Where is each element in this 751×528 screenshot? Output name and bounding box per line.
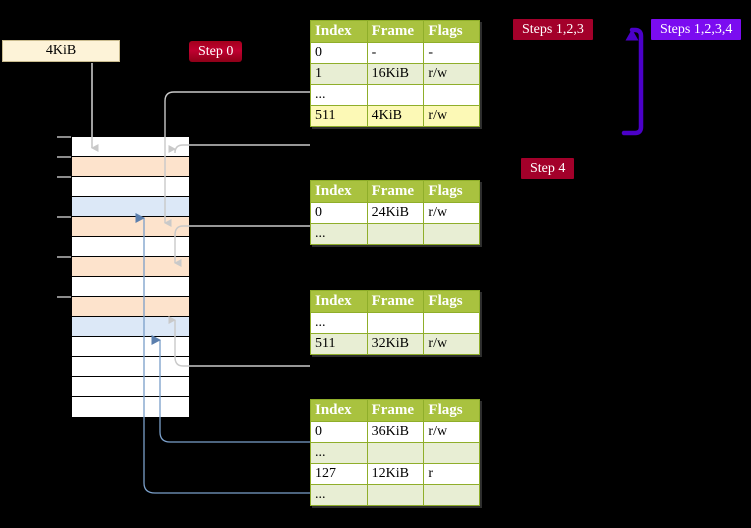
- memory-row-8: [72, 297, 189, 317]
- memory-tick-0: [57, 136, 71, 138]
- badge-step-0: Step 0: [189, 41, 243, 62]
- cell-flags: [423, 484, 480, 506]
- cell-flags: [423, 223, 480, 245]
- memory-row-3: [72, 197, 189, 217]
- memory-tick-8: [57, 296, 71, 298]
- cell-frame: [366, 84, 425, 106]
- column-header-flags: Flags: [423, 399, 480, 422]
- memory-row-2: [72, 177, 189, 197]
- cell-flags: r/w: [423, 63, 480, 85]
- cell-flags: r: [423, 463, 480, 485]
- column-header-flags: Flags: [423, 20, 480, 43]
- cell-frame: 36KiB: [366, 421, 425, 443]
- column-header-index: Index: [310, 399, 368, 422]
- cell-flags: r/w: [423, 333, 480, 355]
- table-row: ...: [310, 223, 480, 245]
- violet-bracket-arrow: [621, 27, 644, 136]
- memory-row-5: [72, 237, 189, 257]
- column-header-flags: Flags: [423, 290, 480, 313]
- memory-tick-4: [57, 216, 71, 218]
- memory-row-13: [72, 397, 189, 417]
- cell-frame: 4KiB: [366, 105, 425, 127]
- cell-index: 511: [310, 105, 368, 127]
- memory-row-11: [72, 357, 189, 377]
- memory-row-9: [72, 317, 189, 337]
- cell-flags: -: [423, 42, 480, 64]
- cell-flags: [423, 312, 480, 334]
- cell-frame: -: [366, 42, 425, 64]
- physical-memory-grid: [71, 136, 190, 417]
- cell-index: 0: [310, 42, 368, 64]
- connector-t0-511-to-grid: [168, 144, 310, 154]
- memory-row-4: [72, 217, 189, 237]
- table-row: ...: [310, 484, 480, 506]
- cell-frame: 16KiB: [366, 63, 425, 85]
- cell-flags: r/w: [423, 105, 480, 127]
- column-header-frame: Frame: [366, 399, 425, 422]
- cell-index: ...: [310, 312, 368, 334]
- memory-row-1: [72, 157, 189, 177]
- cell-frame: [366, 312, 425, 334]
- memory-tick-6: [57, 256, 71, 258]
- memory-row-10: [72, 337, 189, 357]
- cell-index: 0: [310, 421, 368, 443]
- cell-index: ...: [310, 442, 368, 464]
- cell-flags: r/w: [423, 421, 480, 443]
- cell-index: 511: [310, 333, 368, 355]
- memory-tick-2: [57, 176, 71, 178]
- physical-frame-block: 4KiB: [2, 40, 120, 62]
- table-row: ...: [310, 312, 480, 334]
- physical-frame-label: 4KiB: [45, 43, 77, 58]
- column-header-index: Index: [310, 290, 368, 313]
- cell-index: ...: [310, 84, 368, 106]
- cell-flags: [423, 442, 480, 464]
- column-header-index: Index: [310, 180, 368, 203]
- cell-index: ...: [310, 223, 368, 245]
- memory-tick-1: [57, 156, 71, 158]
- cell-index: 127: [310, 463, 368, 485]
- column-header-frame: Frame: [366, 290, 425, 313]
- cell-flags: r/w: [423, 202, 480, 224]
- column-header-frame: Frame: [366, 180, 425, 203]
- cell-index: 0: [310, 202, 368, 224]
- cell-frame: [366, 223, 425, 245]
- cell-flags: [423, 84, 480, 106]
- cell-frame: 32KiB: [366, 333, 425, 355]
- memory-row-0: [72, 137, 189, 157]
- column-header-frame: Frame: [366, 20, 425, 43]
- cell-frame: [366, 442, 425, 464]
- memory-row-12: [72, 377, 189, 397]
- cell-frame: 12KiB: [366, 463, 425, 485]
- memory-row-7: [72, 277, 189, 297]
- cell-index: 1: [310, 63, 368, 85]
- cell-frame: 24KiB: [366, 202, 425, 224]
- table-row: ...: [310, 84, 480, 106]
- badge-steps-123: Steps 1,2,3: [513, 19, 593, 40]
- connector-t1-0-to-grid: [174, 225, 310, 267]
- column-header-flags: Flags: [423, 180, 480, 203]
- cell-index: ...: [310, 484, 368, 506]
- badge-step-4: Step 4: [521, 158, 575, 179]
- table-row: ...: [310, 442, 480, 464]
- connector-t2-511-to-grid: [168, 316, 310, 367]
- column-header-index: Index: [310, 20, 368, 43]
- badge-steps-1234: Steps 1,2,3,4: [651, 19, 742, 40]
- cell-frame: [366, 484, 425, 506]
- table-row: 0--: [310, 42, 480, 64]
- memory-row-6: [72, 257, 189, 277]
